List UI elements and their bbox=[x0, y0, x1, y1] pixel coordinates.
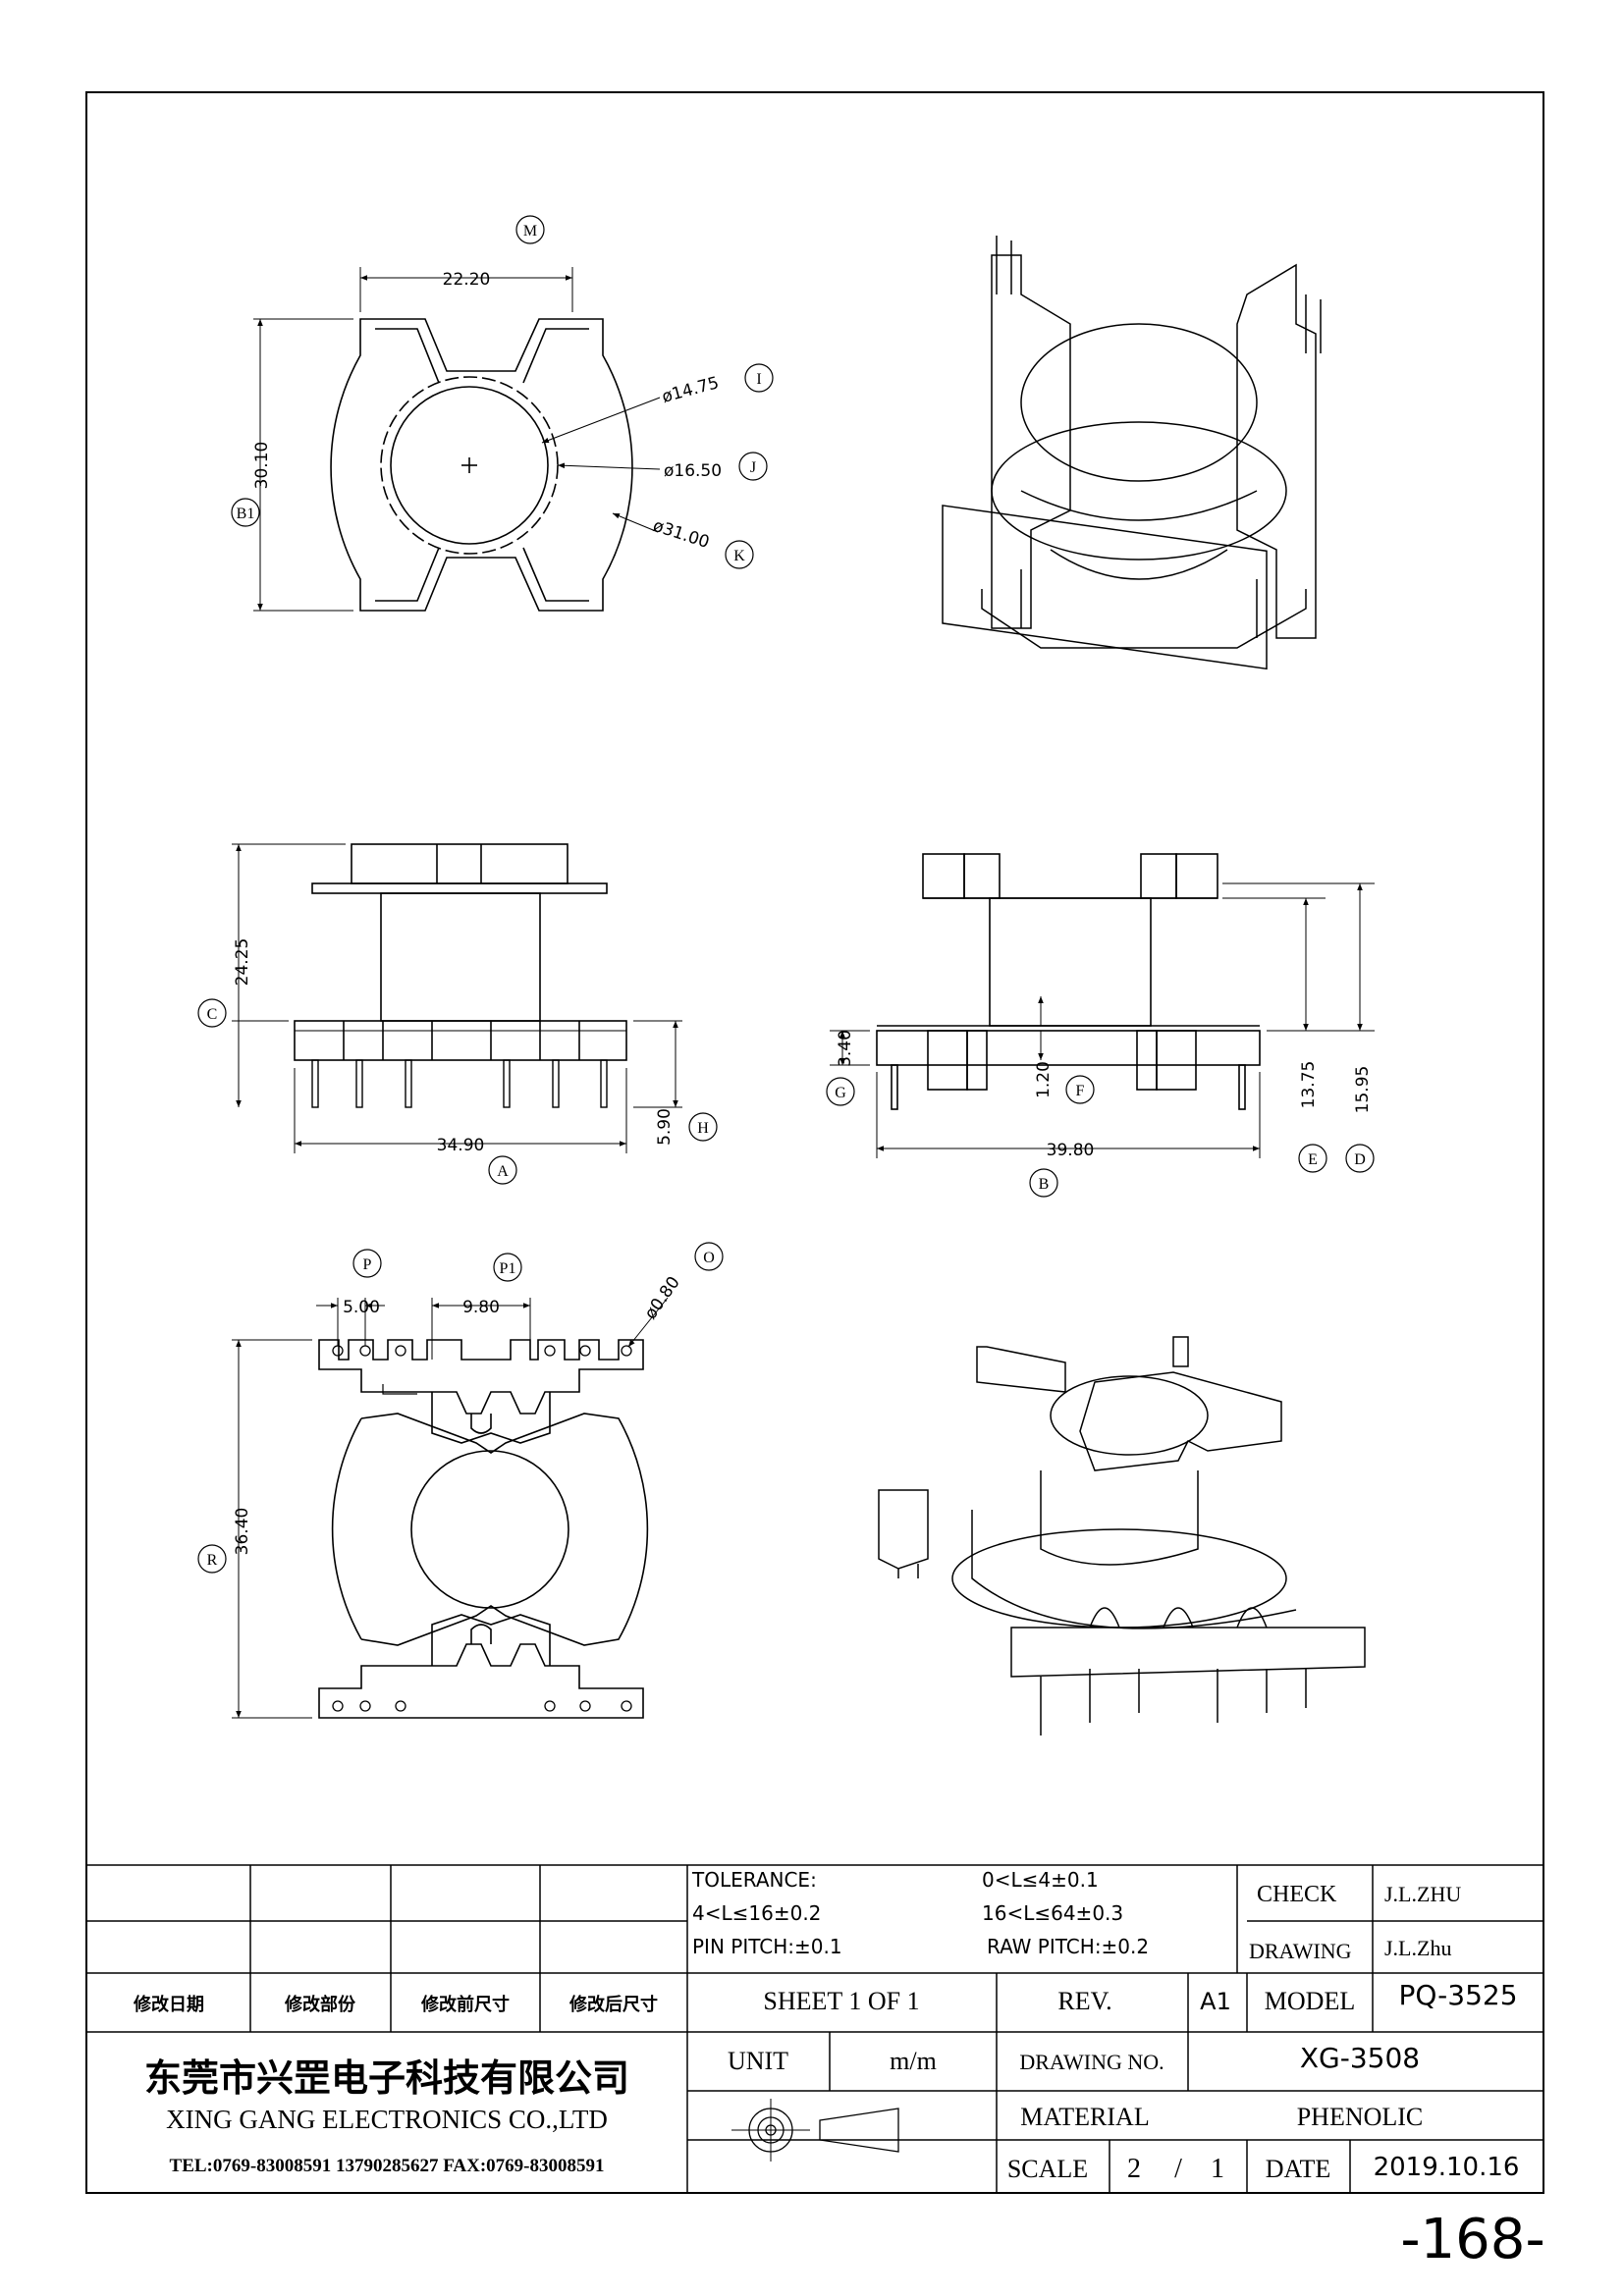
dim-9-80: 9.80 bbox=[462, 1298, 500, 1317]
tolerance-1: 0<L≤4±0.1 bbox=[982, 1868, 1099, 1892]
label-p: P bbox=[363, 1256, 372, 1273]
label-h: H bbox=[697, 1120, 709, 1137]
label-k: K bbox=[733, 548, 745, 564]
isometric-view-top bbox=[942, 236, 1322, 670]
sheet-border bbox=[85, 91, 1544, 2194]
dim-5-00: 5.00 bbox=[343, 1298, 380, 1317]
top-outline bbox=[330, 318, 633, 612]
top-inner-rim bbox=[375, 328, 589, 384]
bottom-bottom-rail bbox=[318, 1643, 644, 1719]
drawing-no-value: XG-3508 bbox=[1300, 2042, 1420, 2074]
raw-pitch: RAW PITCH:±0.2 bbox=[987, 1935, 1149, 1958]
label-d: D bbox=[1354, 1151, 1366, 1168]
tolerance-2: 4<L≤16±0.2 bbox=[692, 1901, 821, 1925]
company-name-cn: 东莞市兴罡电子科技有限公司 bbox=[144, 2056, 629, 2100]
scale-numerator: 2 bbox=[1127, 2154, 1141, 2184]
scale-denominator: 1 bbox=[1211, 2154, 1224, 2184]
dim-31-00: ø31.00 bbox=[650, 516, 711, 553]
rev-label: REV. bbox=[1057, 1987, 1111, 2015]
company-contact: TEL:0769-83008591 13790285627 FAX:0769-8… bbox=[170, 2156, 605, 2176]
front-view-labels: 24.25 34.90 5.90 C A H bbox=[197, 938, 718, 1185]
front-top-flange bbox=[311, 882, 608, 894]
drawing-no-label: DRAWING NO. bbox=[1019, 2050, 1164, 2074]
front-bobbin bbox=[380, 892, 541, 1022]
front-base bbox=[294, 1020, 627, 1061]
pin-pitch: PIN PITCH:±0.1 bbox=[692, 1935, 842, 1958]
projection-symbol bbox=[731, 2099, 899, 2162]
label-e: E bbox=[1308, 1151, 1318, 1168]
bottom-view-labels: 5.00 9.80 ø0.80 36.40 P P1 O R bbox=[197, 1242, 724, 1574]
dim-3-40: 3.40 bbox=[836, 1030, 855, 1067]
material-label: MATERIAL bbox=[1020, 2103, 1149, 2131]
tolerance-label: TOLERANCE: bbox=[691, 1868, 817, 1892]
dim-34-90: 34.90 bbox=[437, 1136, 485, 1155]
dim-13-75: 13.75 bbox=[1299, 1061, 1319, 1109]
dim-24-25: 24.25 bbox=[233, 938, 252, 987]
bottom-pin-holes bbox=[332, 1345, 632, 1712]
dim-39-80: 39.80 bbox=[1047, 1141, 1095, 1160]
unit-label: UNIT bbox=[728, 2047, 788, 2075]
top-view bbox=[253, 267, 661, 612]
side-view bbox=[830, 853, 1375, 1158]
isometric-view-bottom bbox=[878, 1336, 1366, 1735]
label-r: R bbox=[207, 1552, 218, 1569]
label-g: G bbox=[835, 1085, 846, 1101]
top-view-labels: 22.20 30.10 ø14.75 ø16.50 ø31.00 M B1 I … bbox=[231, 215, 774, 569]
unit-value: m/m bbox=[890, 2047, 937, 2075]
drawing-label: DRAWING bbox=[1249, 1939, 1352, 1963]
company-name-en: XING GANG ELECTRONICS CO.,LTD bbox=[166, 2105, 608, 2134]
rev-part-header: 修改部份 bbox=[284, 1994, 356, 2015]
front-view bbox=[232, 843, 682, 1153]
bottom-view bbox=[232, 1297, 669, 1719]
date-value: 2019.10.16 bbox=[1374, 2153, 1520, 2182]
title-block-text: TOLERANCE: 0<L≤4±0.1 4<L≤16±0.2 16<L≤64±… bbox=[133, 1868, 1519, 2184]
dim-16-50: ø16.50 bbox=[664, 461, 722, 481]
label-i: I bbox=[756, 371, 761, 388]
tolerance-3: 16<L≤64±0.3 bbox=[982, 1901, 1123, 1925]
side-base bbox=[876, 1030, 1261, 1066]
dim-15-95: 15.95 bbox=[1353, 1066, 1373, 1114]
scale-label: SCALE bbox=[1007, 2155, 1088, 2183]
bottom-top-rail bbox=[318, 1339, 644, 1415]
side-view-labels: 3.40 1.20 39.80 13.75 15.95 G F B E D bbox=[826, 1030, 1375, 1198]
front-pins bbox=[311, 1059, 608, 1108]
dim-14-75: ø14.75 bbox=[660, 373, 721, 407]
date-label: DATE bbox=[1266, 2155, 1330, 2183]
front-top-block bbox=[351, 843, 568, 884]
dim-0-80: ø0.80 bbox=[641, 1273, 684, 1323]
dim-22-20: 22.20 bbox=[443, 270, 491, 290]
label-c: C bbox=[207, 1006, 218, 1023]
label-j: J bbox=[750, 459, 756, 476]
label-p1: P1 bbox=[500, 1260, 516, 1277]
check-value: J.L.ZHU bbox=[1384, 1882, 1461, 1906]
check-label: CHECK bbox=[1257, 1882, 1337, 1907]
rev-date-header: 修改日期 bbox=[133, 1994, 204, 2015]
dim-36-40: 36.40 bbox=[233, 1508, 252, 1556]
rev-after-header: 修改后尺寸 bbox=[568, 1994, 658, 2015]
dim-5-90: 5.90 bbox=[655, 1108, 675, 1146]
scale-separator: / bbox=[1174, 2154, 1182, 2184]
material-value: PHENOLIC bbox=[1297, 2103, 1424, 2131]
top-inner-rim-bottom bbox=[375, 547, 589, 602]
model-label: MODEL bbox=[1265, 1987, 1355, 2015]
bottom-bore bbox=[410, 1450, 569, 1609]
rev-value: A1 bbox=[1200, 1988, 1231, 2015]
label-b1: B1 bbox=[237, 506, 255, 522]
rev-before-header: 修改前尺寸 bbox=[420, 1994, 510, 2015]
title-block-lines bbox=[86, 1864, 1543, 2193]
model-value: PQ-3525 bbox=[1398, 1979, 1517, 2011]
label-a: A bbox=[497, 1163, 509, 1180]
label-o: O bbox=[703, 1250, 715, 1266]
page-number: -168- bbox=[1400, 2208, 1544, 2271]
label-b: B bbox=[1039, 1176, 1050, 1193]
side-bobbin bbox=[989, 897, 1152, 1027]
sheet-info: SHEET 1 OF 1 bbox=[763, 1987, 919, 2015]
dim-30-10: 30.10 bbox=[252, 442, 272, 490]
label-m: M bbox=[523, 223, 537, 240]
top-bore-inner bbox=[390, 386, 549, 545]
dim-1-20: 1.20 bbox=[1034, 1061, 1054, 1098]
drawing-value: J.L.Zhu bbox=[1384, 1936, 1451, 1960]
label-f: F bbox=[1076, 1083, 1085, 1099]
